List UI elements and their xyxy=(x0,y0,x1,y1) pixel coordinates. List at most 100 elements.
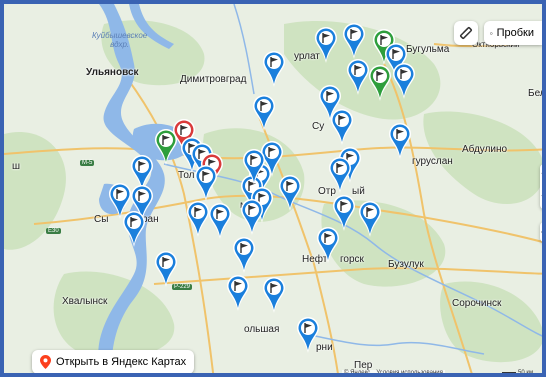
geolocation-button[interactable] xyxy=(540,222,542,242)
map-marker[interactable] xyxy=(186,200,210,238)
reservoir-type: вдхр. xyxy=(110,40,130,49)
flag-icon xyxy=(396,129,404,139)
map-marker[interactable] xyxy=(278,174,302,212)
map-marker[interactable] xyxy=(328,156,352,194)
flag-icon xyxy=(322,33,330,43)
city-label: Отр xyxy=(318,186,336,197)
map-marker[interactable] xyxy=(208,202,232,240)
flag-icon xyxy=(380,35,388,45)
zoom-in-button[interactable]: + xyxy=(540,164,542,186)
flag-icon xyxy=(286,181,294,191)
map-marker[interactable] xyxy=(372,28,396,66)
ruler-icon xyxy=(460,27,472,39)
map-marker[interactable] xyxy=(330,108,354,146)
map-marker[interactable] xyxy=(342,22,366,60)
flag-icon xyxy=(162,257,170,267)
map-marker[interactable] xyxy=(226,274,250,312)
city-label: Ульяновск xyxy=(86,67,139,78)
zoom-control[interactable]: + − xyxy=(540,164,542,209)
map-marker[interactable] xyxy=(252,94,276,132)
flag-icon xyxy=(198,149,206,159)
arrow-icon xyxy=(541,231,542,233)
flag-icon xyxy=(354,65,362,75)
map-marker[interactable] xyxy=(314,26,338,64)
map-marker[interactable] xyxy=(172,118,196,156)
city-label: Бел xyxy=(528,88,546,99)
city-label: ш xyxy=(12,161,21,172)
zoom-out-button[interactable]: − xyxy=(540,186,542,208)
map-marker[interactable] xyxy=(154,250,178,288)
map-marker[interactable] xyxy=(154,128,178,166)
map-marker[interactable] xyxy=(316,226,340,264)
flag-icon xyxy=(250,155,258,165)
road-badge-m5: М-5 xyxy=(80,160,95,166)
scale-line xyxy=(502,372,516,373)
flag-icon xyxy=(202,171,210,181)
map-marker[interactable] xyxy=(332,194,356,232)
flag-icon xyxy=(130,217,138,227)
city-label: ольшая xyxy=(244,324,280,335)
map-marker[interactable] xyxy=(122,210,146,248)
flag-icon xyxy=(180,125,188,135)
flag-icon xyxy=(162,135,170,145)
map-marker[interactable] xyxy=(130,184,154,222)
traffic-button[interactable]: Пробки xyxy=(484,21,542,45)
map-marker[interactable] xyxy=(358,200,382,238)
flag-icon xyxy=(138,191,146,201)
flag-icon xyxy=(400,69,408,79)
map-marker[interactable] xyxy=(242,148,266,186)
traffic-icon xyxy=(490,31,493,35)
map-marker[interactable] xyxy=(296,316,320,354)
city-label: Сорочинск xyxy=(452,298,502,309)
city-label: Нефт xyxy=(302,254,328,265)
open-in-yandex-maps-button[interactable]: Открыть в Яндекс Картах xyxy=(32,350,195,373)
flag-icon xyxy=(268,147,276,157)
city-label: рни xyxy=(316,342,333,353)
copyright: © Яндекс Условия использования xyxy=(342,370,445,376)
reservoir-name: Куйбышевское xyxy=(92,31,148,40)
map-marker[interactable] xyxy=(392,62,416,100)
terms-link[interactable]: Условия использования xyxy=(376,370,443,376)
map-marker[interactable] xyxy=(260,140,284,178)
flag-icon xyxy=(338,115,346,125)
map-marker[interactable] xyxy=(262,50,286,88)
flag-icon xyxy=(270,57,278,67)
map-marker[interactable] xyxy=(262,276,286,314)
map-marker[interactable] xyxy=(346,58,370,96)
flag-icon xyxy=(188,143,196,153)
scale-bar: 50 км xyxy=(502,370,534,376)
map-marker[interactable] xyxy=(368,64,392,102)
scale-label: 50 км xyxy=(518,370,534,376)
map-marker[interactable] xyxy=(108,182,132,220)
flag-icon xyxy=(326,91,334,101)
flag-icon xyxy=(116,189,124,199)
ruler-button[interactable] xyxy=(454,21,478,45)
city-label: Абдулино xyxy=(462,144,508,155)
map-marker[interactable] xyxy=(130,154,154,192)
flag-icon xyxy=(248,205,256,215)
city-label: горск xyxy=(340,254,364,265)
map-pin-icon xyxy=(40,355,51,369)
city-label: ран xyxy=(142,214,159,225)
flag-icon xyxy=(392,49,400,59)
flag-icon xyxy=(216,209,224,219)
flag-icon xyxy=(304,323,312,333)
city-label: Хвалынск xyxy=(62,296,108,307)
road-badge-e30: Е30 xyxy=(46,228,61,234)
map-marker[interactable] xyxy=(194,164,218,202)
map-marker[interactable] xyxy=(240,198,264,236)
flag-icon xyxy=(340,201,348,211)
map-marker[interactable] xyxy=(384,42,408,80)
map-marker[interactable] xyxy=(388,122,412,160)
flag-icon xyxy=(248,181,256,191)
flag-icon xyxy=(336,163,344,173)
open-in-yandex-maps-label: Открыть в Яндекс Картах xyxy=(56,356,187,368)
map-marker[interactable] xyxy=(232,236,256,274)
city-label: урлат xyxy=(294,51,320,62)
city-label: Сы xyxy=(94,214,109,225)
map-marker[interactable] xyxy=(318,84,342,122)
copyright-text: © Яндекс xyxy=(344,370,371,376)
city-label: ый xyxy=(352,186,365,197)
flag-icon xyxy=(194,207,202,217)
